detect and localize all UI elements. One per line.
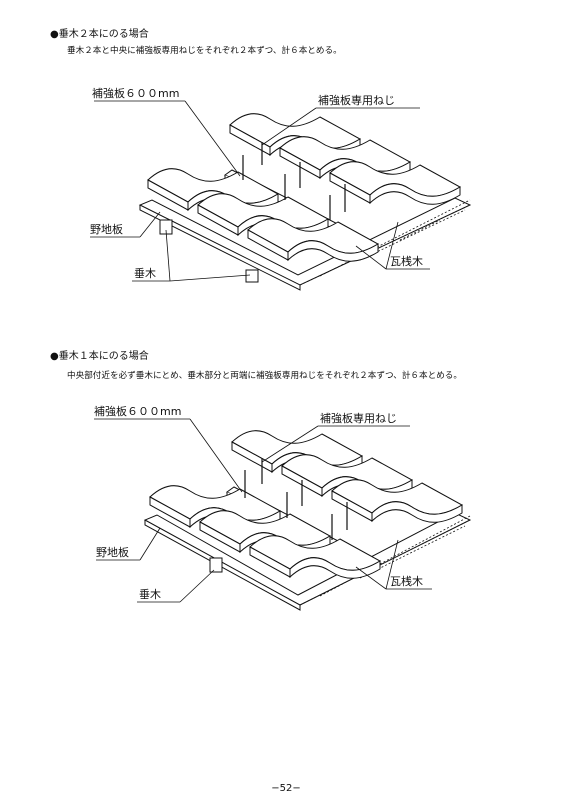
figure-two-rafters: 補強板６００mm 補強板専用ねじ 野地板 垂木 瓦桟木 [0, 70, 572, 310]
label-sheathing: 野地板 [96, 545, 129, 559]
label-screw: 補強板専用ねじ [318, 93, 395, 107]
figure-one-rafter: 補強板６００mm 補強板専用ねじ 野地板 垂木 瓦桟木 [0, 400, 572, 620]
label-rafter: 垂木 [134, 267, 156, 280]
section-2-body: 中央部付近を必ず垂木にとめ、垂木部分と両端に補強板専用ねじをそれぞれ２本ずつ、計… [67, 371, 462, 381]
label-board: 補強板６００mm [92, 86, 179, 100]
section-1-body: 垂木２本と中央に補強板専用ねじをそれぞれ２本ずつ、計６本とめる。 [67, 46, 342, 56]
label-screw: 補強板専用ねじ [320, 411, 397, 425]
label-batten: 瓦桟木 [390, 254, 423, 268]
section-2-heading: ●垂木１本にのる場合 [50, 351, 149, 362]
label-board: 補強板６００mm [94, 404, 181, 418]
label-rafter: 垂木 [139, 588, 161, 601]
page-number: −52− [271, 783, 301, 794]
section-1-heading: ●垂木２本にのる場合 [50, 29, 149, 40]
label-sheathing: 野地板 [90, 222, 123, 236]
label-batten: 瓦桟木 [390, 574, 423, 588]
